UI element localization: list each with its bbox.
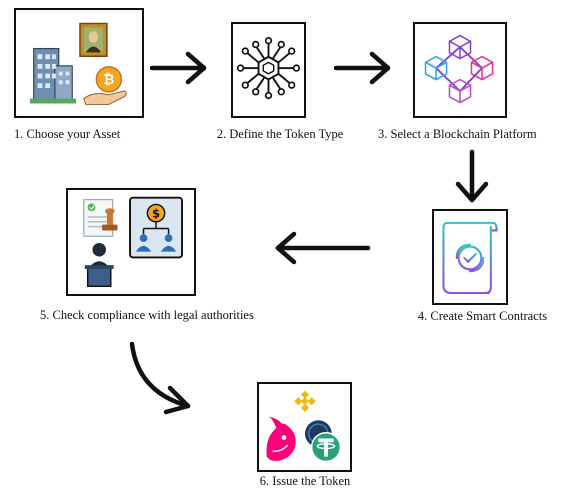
arrow-step1-to-step2 <box>149 51 207 85</box>
step-3-box <box>413 22 507 118</box>
arrow-step5-to-step6 <box>129 341 191 415</box>
token-logos-icon <box>266 390 342 463</box>
step-6-box <box>257 382 352 472</box>
asset-buildings-art-coin-icon: ₿ <box>29 22 127 105</box>
step-5-label: 5. Check compliance with legal authoriti… <box>40 308 254 322</box>
step-5-box: $ <box>66 188 196 296</box>
blockchain-cubes-icon <box>424 34 494 104</box>
svg-text:₿: ₿ <box>103 72 114 88</box>
step-2-box <box>231 22 306 118</box>
step-6-label: 6. Issue the Token <box>259 474 351 488</box>
step-1-box: ₿ <box>14 8 144 118</box>
arrow-step4-to-step5 <box>275 231 371 265</box>
step-4-label: 4. Create Smart Contracts <box>417 309 548 323</box>
step-4-box <box>432 209 508 305</box>
step-3-label: 3. Select a Blockchain Platform <box>378 127 537 141</box>
circuit-hexagon-token-icon <box>236 36 301 100</box>
svg-text:$: $ <box>152 206 160 220</box>
legal-compliance-icon: $ <box>83 196 183 288</box>
arrow-step3-to-step4 <box>455 149 489 203</box>
arrow-step2-to-step3 <box>333 51 391 85</box>
smart-contract-document-icon <box>442 221 498 295</box>
step-1-label: 1. Choose your Asset <box>14 127 121 141</box>
step-2-label: 2. Define the Token Type <box>216 127 344 141</box>
